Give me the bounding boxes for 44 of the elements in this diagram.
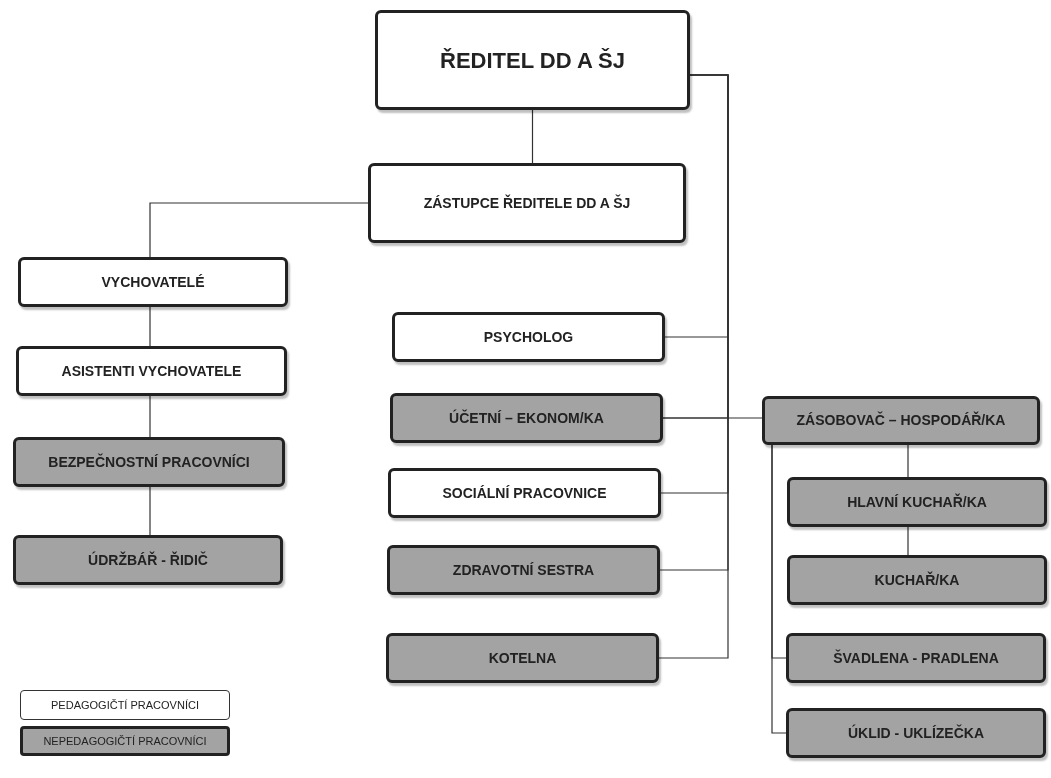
org-box [787,477,1047,527]
connector-line [771,444,787,734]
box-label: ÚKLID - UKLÍZEČKA [846,723,986,743]
org-box [762,396,1040,445]
box-label: HLAVNÍ KUCHAŘ/KA [846,492,988,512]
org-box [388,468,661,518]
org-box [387,545,660,595]
box-label: ŠVADLENA - PRADLENA [832,648,1000,668]
box-label: SOCIÁLNÍ PRACOVNICE [441,483,608,503]
org-box [18,257,288,307]
connector-line [662,417,763,419]
box-label: KOTELNA [487,648,558,668]
connector-line [149,486,151,536]
box-label: ZDRAVOTNÍ SESTRA [451,560,596,580]
connector-line [149,395,151,438]
box-label: VYCHOVATELÉ [100,272,206,292]
box-label: ASISTENTI VYCHOVATELE [60,361,243,381]
org-box [13,437,285,487]
org-box [787,555,1047,605]
org-box [13,535,283,585]
connector-line [658,74,729,659]
box-label: ÚČETNÍ – EKONOM/KA [448,408,605,428]
org-box [786,708,1046,758]
org-box [392,312,665,362]
org-box [390,393,663,443]
connector-line [907,444,909,478]
box-label: ZÁSOBOVAČ – HOSPODÁŘ/KA [795,410,1007,430]
connector-line [907,526,909,556]
box-label: KUCHAŘ/KA [873,570,961,590]
org-box [375,10,690,110]
box-label: BEZPEČNOSTNÍ PRACOVNÍCI [47,452,251,472]
connector-line [149,202,369,258]
connector-line [149,306,151,347]
org-box [16,346,287,396]
box-label: ŘEDITEL DD A ŠJ [439,46,626,75]
org-box [386,633,659,683]
connector-line [531,109,534,164]
box-label: ÚDRŽBÁŘ - ŘIDIČ [87,550,209,570]
org-box [786,633,1046,683]
org-box [368,163,686,243]
legend-label: PEDAGOGIČTÍ PRACOVNÍCI [51,697,199,713]
box-label: ZÁSTUPCE ŘEDITELE DD A ŠJ [422,193,632,213]
box-label: PSYCHOLOG [482,327,575,347]
legend-label: NEPEDAGOGIČTÍ PRACOVNÍCI [43,733,207,749]
